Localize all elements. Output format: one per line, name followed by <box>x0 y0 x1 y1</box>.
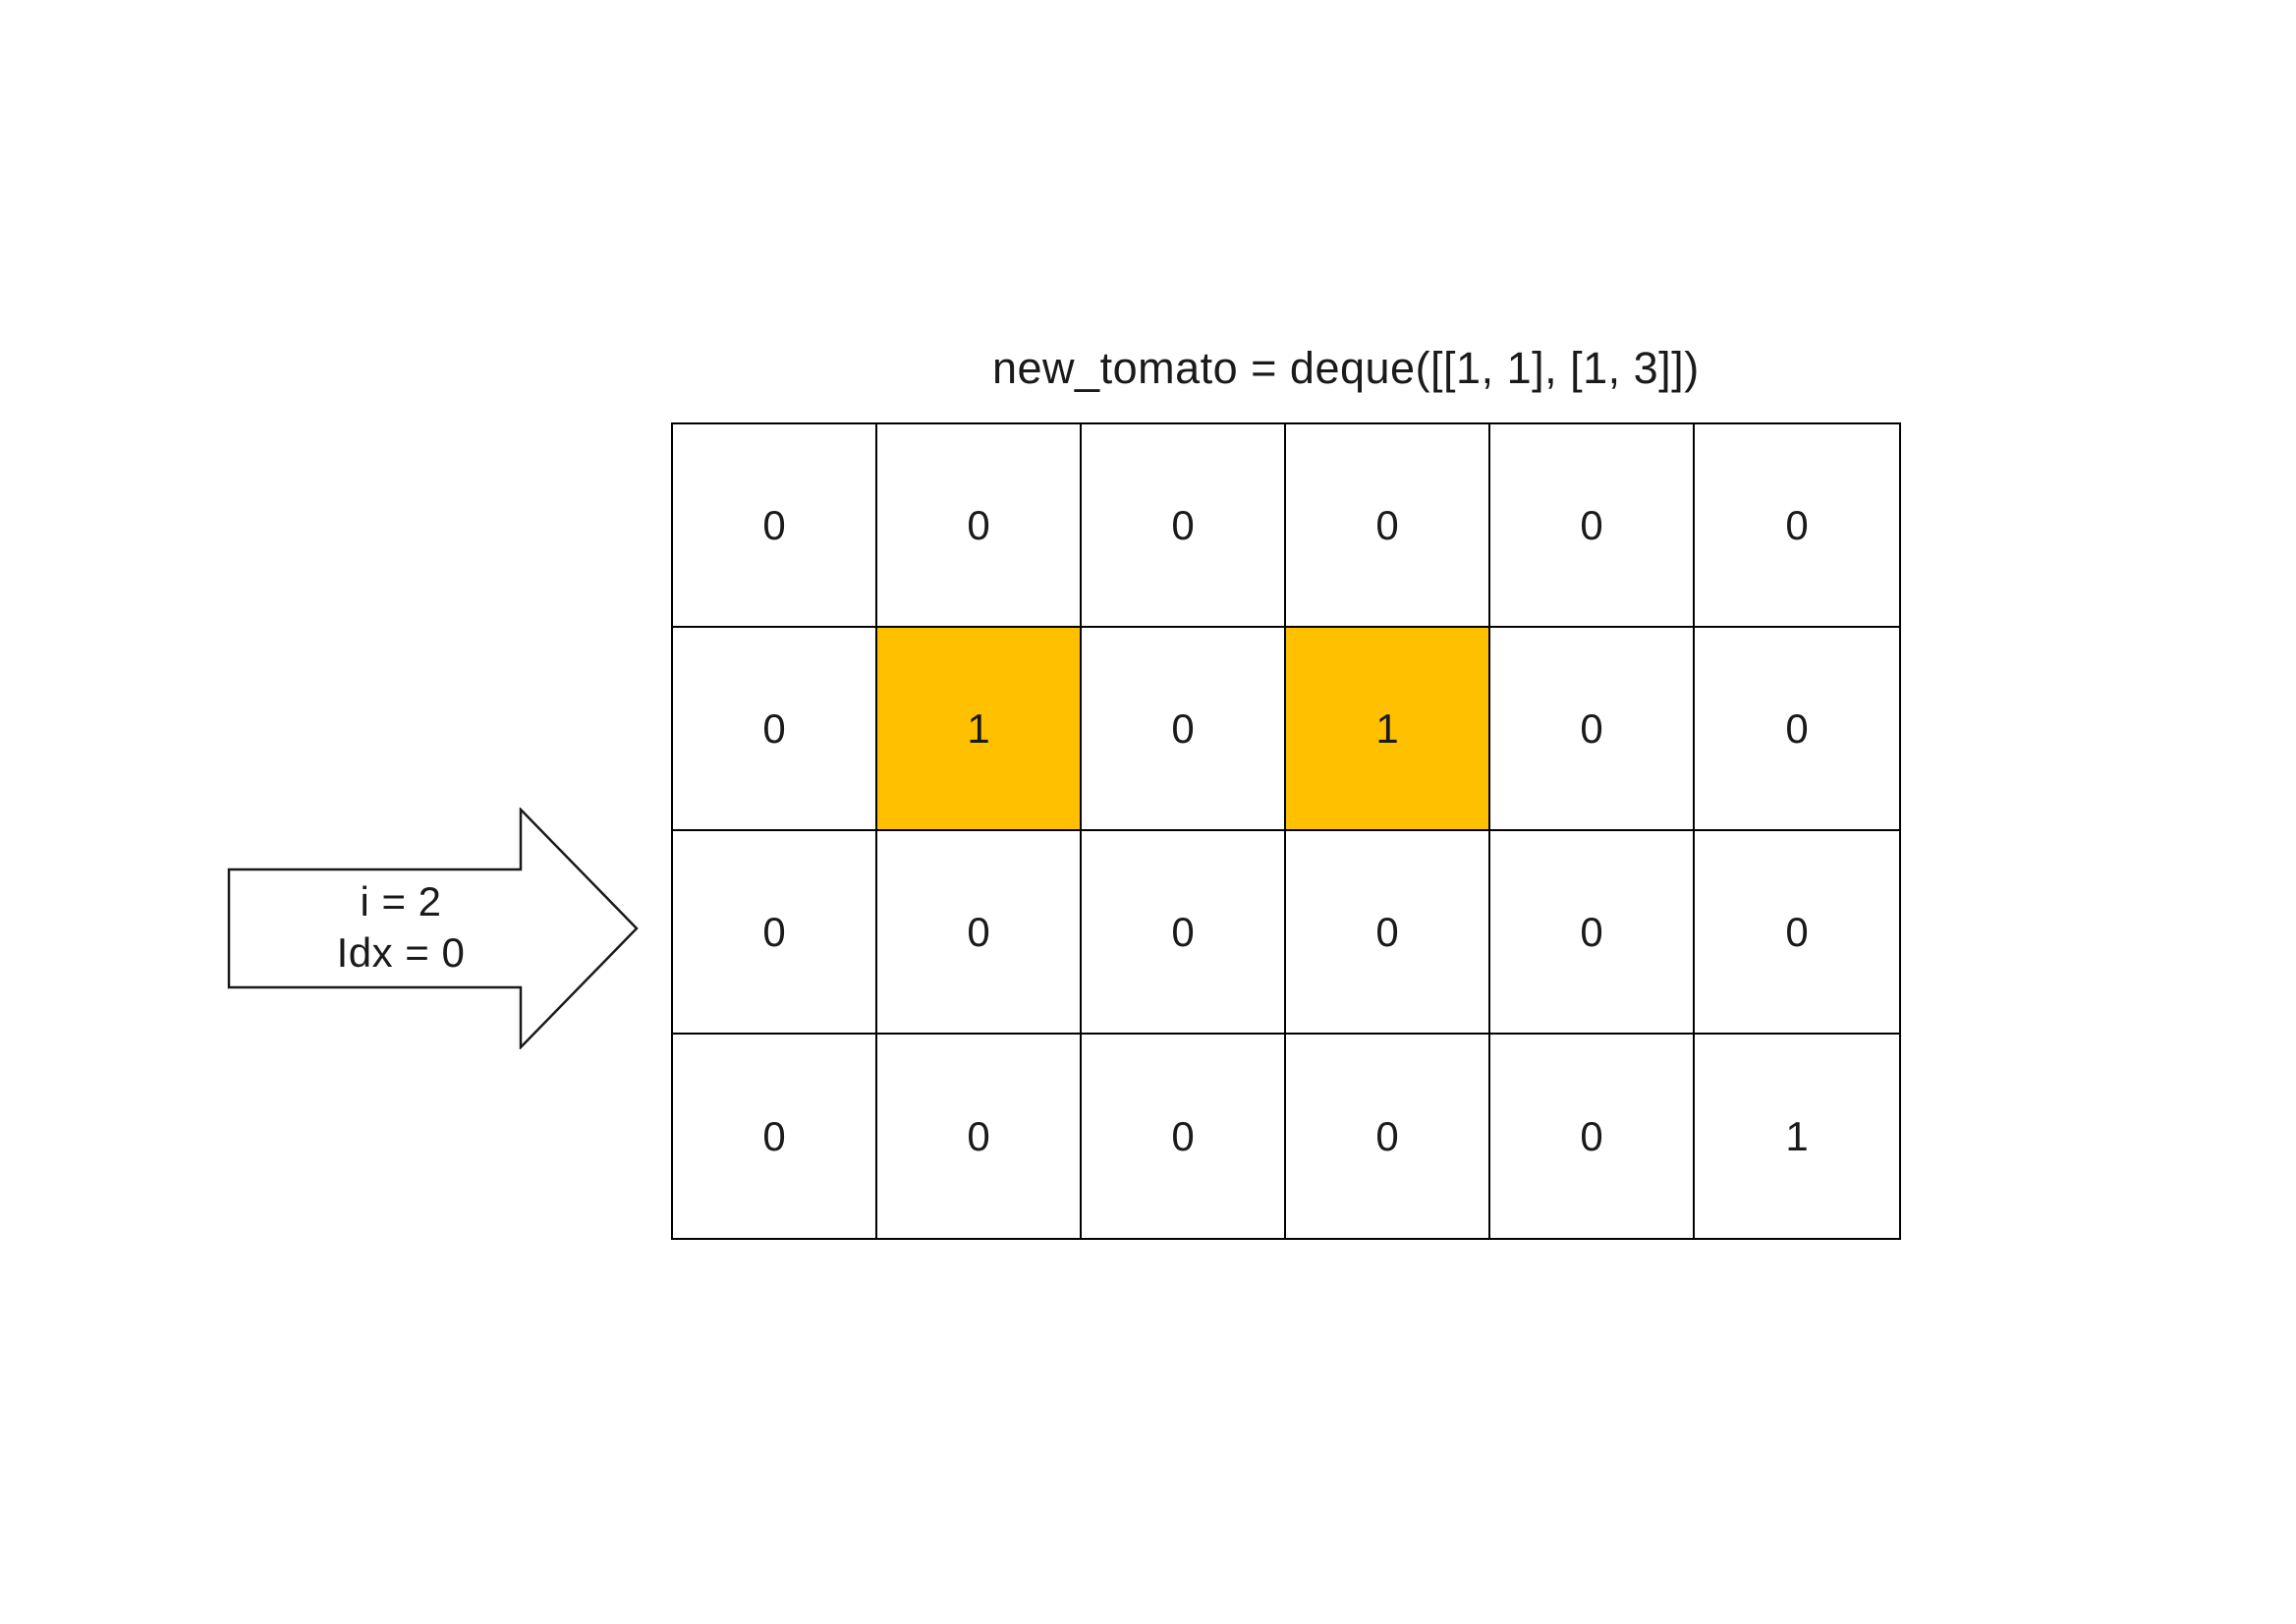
cell-value: 0 <box>967 501 990 548</box>
grid-cell-r2-c2: 0 <box>1082 831 1286 1035</box>
grid-cell-r1-c0: 0 <box>673 628 877 831</box>
cell-value: 0 <box>762 501 786 548</box>
grid-cell-r2-c4: 0 <box>1490 831 1695 1035</box>
cell-value: 0 <box>1785 704 1809 752</box>
grid-cell-r0-c3: 0 <box>1286 424 1490 628</box>
grid-cell-r0-c4: 0 <box>1490 424 1695 628</box>
cell-value: 0 <box>1580 908 1603 955</box>
cell-value: 0 <box>762 1112 786 1159</box>
step-arrow <box>227 808 639 1049</box>
cell-value: 1 <box>1375 704 1399 752</box>
cell-value: 1 <box>967 704 990 752</box>
cell-value: 0 <box>762 908 786 955</box>
cell-value: 0 <box>1171 501 1195 548</box>
grid-cell-r3-c0: 0 <box>673 1035 877 1238</box>
cell-value: 0 <box>1171 704 1195 752</box>
grid-cell-r1-c4: 0 <box>1490 628 1695 831</box>
grid-cell-r3-c4: 0 <box>1490 1035 1695 1238</box>
tomato-grid: 0 0 0 0 0 0 0 1 0 1 0 0 0 0 0 0 0 0 0 0 0 0 0 1 <box>671 422 1901 1240</box>
cell-value: 0 <box>1580 1112 1603 1159</box>
arrow-label-i: i = 2 <box>360 878 442 924</box>
grid-cell-r2-c5: 0 <box>1695 831 1899 1035</box>
grid-cell-highlighted-r1-c1: 1 <box>877 628 1082 831</box>
grid-cell-r0-c2: 0 <box>1082 424 1286 628</box>
cell-value: 0 <box>1171 908 1195 955</box>
grid-cell-r3-c5: 1 <box>1695 1035 1899 1238</box>
cell-value: 1 <box>1785 1112 1809 1159</box>
right-block-arrow-icon <box>227 808 639 1049</box>
arrow-label-idx: Idx = 0 <box>336 929 466 976</box>
grid-cell-r3-c3: 0 <box>1286 1035 1490 1238</box>
arrow-label: i = 2 Idx = 0 <box>253 876 548 979</box>
deque-state-title: new_tomato = deque([[1, 1], [1, 3]]) <box>992 343 1700 393</box>
grid-cell-r2-c3: 0 <box>1286 831 1490 1035</box>
cell-value: 0 <box>1375 908 1399 955</box>
cell-value: 0 <box>1785 908 1809 955</box>
cell-value: 0 <box>1375 1112 1399 1159</box>
grid-cell-r0-c1: 0 <box>877 424 1082 628</box>
grid-cell-r3-c2: 0 <box>1082 1035 1286 1238</box>
grid-cell-highlighted-r1-c3: 1 <box>1286 628 1490 831</box>
cell-value: 0 <box>967 1112 990 1159</box>
grid-cell-r2-c1: 0 <box>877 831 1082 1035</box>
cell-value: 0 <box>1580 704 1603 752</box>
cell-value: 0 <box>1171 1112 1195 1159</box>
cell-value: 0 <box>762 704 786 752</box>
grid-cell-r0-c0: 0 <box>673 424 877 628</box>
grid-cell-r0-c5: 0 <box>1695 424 1899 628</box>
cell-value: 0 <box>1580 501 1603 548</box>
cell-value: 0 <box>967 908 990 955</box>
grid-cell-r1-c2: 0 <box>1082 628 1286 831</box>
grid-cell-r2-c0: 0 <box>673 831 877 1035</box>
cell-value: 0 <box>1375 501 1399 548</box>
grid-cell-r3-c1: 0 <box>877 1035 1082 1238</box>
cell-value: 0 <box>1785 501 1809 548</box>
grid-cell-r1-c5: 0 <box>1695 628 1899 831</box>
